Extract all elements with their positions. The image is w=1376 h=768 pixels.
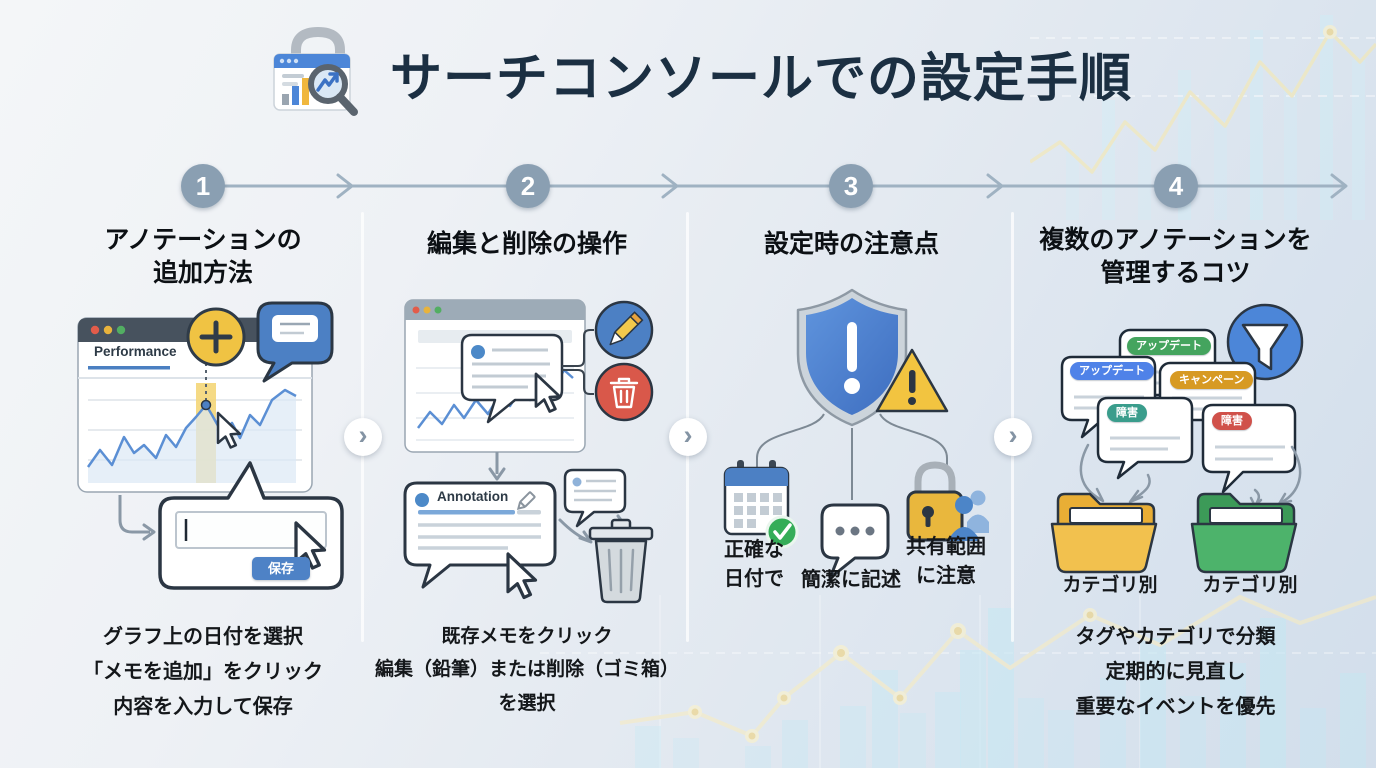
- tag-update-blue: アップデート: [1070, 362, 1154, 380]
- folder-label: カテゴリ別: [1202, 575, 1298, 596]
- page-title: サーチコンソールでの設定手順: [390, 50, 1133, 108]
- cursor-icon: [216, 411, 242, 449]
- tag-update-green: アップデート: [1127, 337, 1211, 355]
- step3-heading: 設定時の注意点: [763, 230, 939, 258]
- small-note-bubble: [563, 468, 627, 528]
- step3-item-label: 正確な 日付で: [724, 539, 784, 590]
- flow-arrow: [488, 452, 506, 481]
- chevron-right-icon: ›: [344, 418, 382, 456]
- folder-icon-green: [1190, 492, 1298, 574]
- pencil-icon: [516, 491, 536, 511]
- data-point-marker: [200, 399, 212, 411]
- background-chart-bottom: [540, 595, 1376, 768]
- comment-bubble-icon: [256, 301, 334, 383]
- step1-heading: アノテーションの 追加方法: [104, 226, 302, 287]
- tag-campaign: キャンペーン: [1170, 371, 1254, 389]
- folder-icon-yellow: [1050, 492, 1158, 574]
- step3-item-label: 共有範囲 に注意: [906, 536, 986, 587]
- add-annotation-icon: [186, 307, 246, 367]
- comment-dots-icon: [820, 503, 890, 580]
- branch-connectors: [756, 413, 948, 500]
- note-text-input: [175, 511, 327, 549]
- step1-illustration: [77, 301, 344, 590]
- delete-trash-icon: [594, 362, 654, 422]
- step2-illustration: [403, 299, 654, 604]
- step-number-badge: 3: [829, 164, 873, 208]
- lock-people-icon: [906, 461, 989, 542]
- save-button: 保存: [252, 557, 310, 580]
- step3-illustration: [723, 288, 989, 580]
- trash-can-icon: [588, 518, 654, 604]
- step4-caption: タグやカテゴリで分類 定期的に見直し 重要なイベントを優先: [1075, 626, 1276, 718]
- browser-tab-label: Performance: [94, 344, 177, 359]
- flow-arrow: [118, 495, 156, 541]
- annotation-card-title: Annotation: [437, 489, 509, 504]
- chevron-right-icon: ›: [669, 418, 707, 456]
- option-connectors: [562, 329, 594, 395]
- cursor-icon: [506, 552, 538, 600]
- calendar-check-icon: [723, 460, 799, 549]
- step-number-badge: 4: [1154, 164, 1198, 208]
- edit-pencil-icon: [594, 300, 654, 360]
- folder-label: カテゴリ別: [1062, 575, 1158, 596]
- step1-caption: グラフ上の日付を選択 「メモを追加」をクリック 内容を入力して保存: [83, 626, 323, 718]
- step4-heading: 複数のアノテーションを 管理するコツ: [1039, 226, 1312, 287]
- tag-incident-teal: 障害: [1107, 404, 1147, 422]
- chevron-right-icon: ›: [994, 418, 1032, 456]
- shield-alert-icon: [796, 288, 908, 427]
- warning-triangle-icon: [875, 348, 949, 413]
- cursor-icon: [534, 372, 562, 413]
- step-number-badge: 2: [506, 164, 550, 208]
- step-number-badge: 1: [181, 164, 225, 208]
- step2-heading: 編集と削除の操作: [426, 230, 627, 258]
- tag-incident-red: 障害: [1212, 412, 1252, 430]
- annotation-tooltip-bubble: [460, 333, 564, 424]
- step3-item-label: 簡潔に記述: [801, 569, 901, 591]
- filter-funnel-icon: [1226, 303, 1304, 381]
- step2-caption: 既存メモをクリック 編集（鉛筆）または削除（ゴミ箱） を選択: [374, 626, 679, 714]
- search-console-logo-icon: [273, 26, 358, 116]
